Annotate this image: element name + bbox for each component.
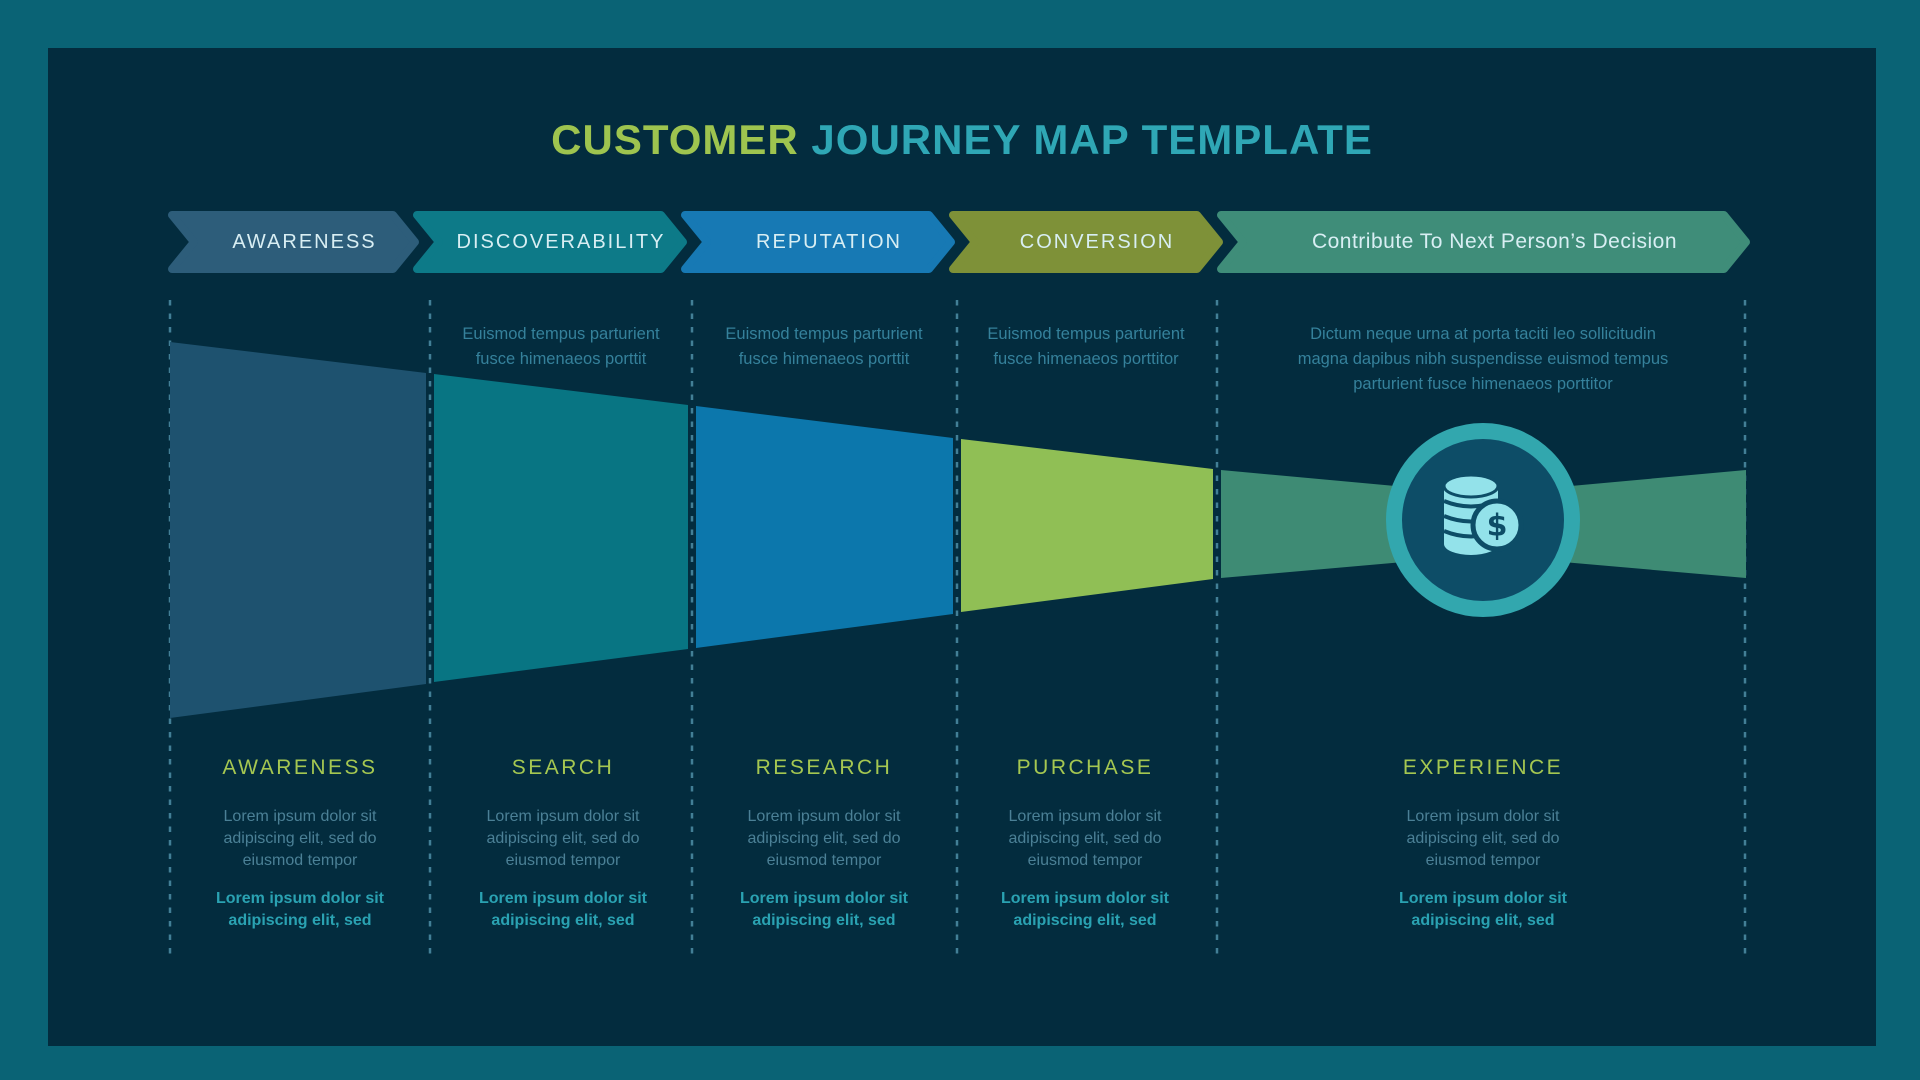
stage-label: SEARCH <box>511 756 615 779</box>
funnel-segment-awareness <box>170 342 426 718</box>
stage-label: PURCHASE <box>1016 756 1154 779</box>
banner-label-reputation: REPUTATION <box>756 231 902 253</box>
stage-block-purchase: PURCHASE Lorem ipsum dolor sit adipiscin… <box>965 756 1205 932</box>
banner-label-discoverability: DISCOVERABILITY <box>456 231 666 253</box>
money-badge: $ <box>1386 423 1580 617</box>
page-title-part1: CUSTOMER <box>551 116 799 163</box>
top-note-conversion: Euismod tempus parturient fusce himenaeo… <box>987 325 1185 368</box>
stage-block-search: SEARCH Lorem ipsum dolor sit adipiscing … <box>443 756 683 932</box>
funnel-segment-reputation <box>696 406 953 648</box>
stage-description: Lorem ipsum dolor sit adipiscing elit, s… <box>1008 808 1162 869</box>
funnel-segment-conversion <box>961 439 1213 612</box>
page-title: CUSTOMER JOURNEY MAP TEMPLATE <box>48 116 1876 164</box>
banner-label-conversion: CONVERSION <box>1019 231 1175 253</box>
coin-stack-top <box>1442 473 1500 499</box>
banner-arrow-discoverability <box>413 211 687 273</box>
title-space <box>799 116 812 163</box>
dollar-coin <box>1470 498 1524 552</box>
dollar-sign: $ <box>1487 509 1508 544</box>
stage-highlight: Lorem ipsum dolor sit adipiscing elit, s… <box>1000 890 1169 929</box>
banner-arrow-next-decision <box>1217 211 1750 273</box>
stage-highlight: Lorem ipsum dolor sit adipiscing elit, s… <box>739 890 908 929</box>
stage-highlight: Lorem ipsum dolor sit adipiscing elit, s… <box>478 890 647 929</box>
stage-label: RESEARCH <box>755 756 893 779</box>
stage-description: Lorem ipsum dolor sit adipiscing elit, s… <box>747 808 901 869</box>
stage-highlight: Lorem ipsum dolor sit adipiscing elit, s… <box>1398 890 1567 929</box>
stage-highlight: Lorem ipsum dolor sit adipiscing elit, s… <box>215 890 384 929</box>
banner-arrow-conversion <box>949 211 1223 273</box>
stage-block-experience: EXPERIENCE Lorem ipsum dolor sit adipisc… <box>1323 756 1643 932</box>
money-coins-icon: $ <box>1442 473 1524 555</box>
stage-description: Lorem ipsum dolor sit adipiscing elit, s… <box>486 808 640 869</box>
stage-description: Lorem ipsum dolor sit adipiscing elit, s… <box>223 808 377 869</box>
stage-block-awareness: AWARENESS Lorem ipsum dolor sit adipisci… <box>180 756 420 932</box>
stage-arrow-banners <box>168 211 1750 273</box>
top-note-discoverability: Euismod tempus parturient fusce himenaeo… <box>462 325 660 368</box>
banner-arrow-awareness <box>168 211 419 273</box>
banner-label-next-decision: Contribute To Next Person’s Decision <box>1311 230 1678 253</box>
banner-arrow-reputation <box>681 211 955 273</box>
top-note-experience: Dictum neque urna at porta taciti leo so… <box>1297 325 1669 393</box>
stage-description: Lorem ipsum dolor sit adipiscing elit, s… <box>1406 808 1560 869</box>
funnel-segment-discoverability <box>434 374 688 682</box>
page-title-part2: JOURNEY MAP TEMPLATE <box>811 116 1373 163</box>
stage-block-research: RESEARCH Lorem ipsum dolor sit adipiscin… <box>704 756 944 932</box>
stage-label: AWARENESS <box>222 756 378 779</box>
banner-label-awareness: AWARENESS <box>232 231 377 253</box>
stage-label: EXPERIENCE <box>1402 756 1564 779</box>
top-note-reputation: Euismod tempus parturient fusce himenaeo… <box>725 325 923 368</box>
